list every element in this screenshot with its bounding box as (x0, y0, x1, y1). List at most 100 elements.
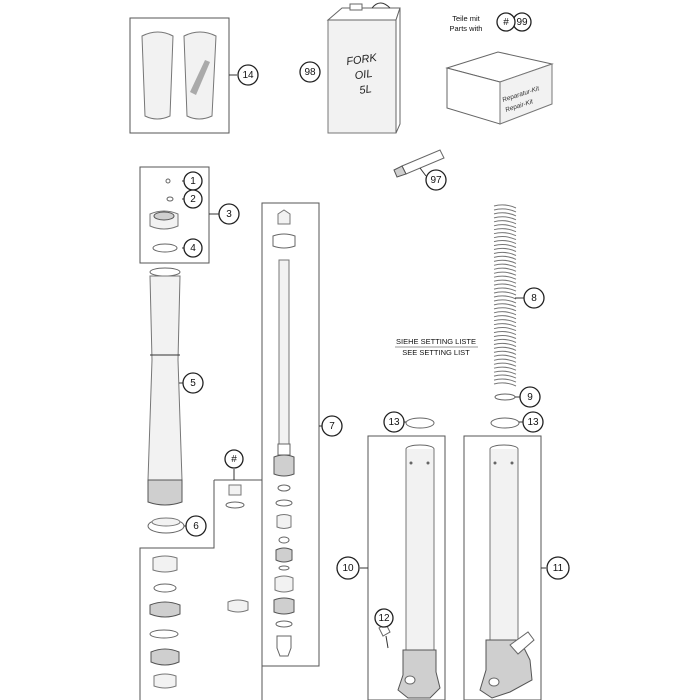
callout-c14: 14 (237, 64, 259, 86)
cartridge-washer-2 (275, 499, 293, 507)
cartridge-valve-1 (276, 514, 292, 529)
callout-label: 4 (190, 243, 196, 254)
outer-tube-5 (147, 275, 183, 481)
callout-c8: 8 (523, 287, 545, 309)
callout-circle (321, 415, 343, 437)
callout-c11: 11 (546, 556, 570, 580)
oil-can-handle (371, 2, 391, 9)
cartridge-piston (273, 454, 295, 477)
oil-can-cap (349, 3, 363, 11)
callout-c10: 10 (336, 556, 360, 580)
fork-cap-top (153, 211, 175, 221)
callout-label: 2 (190, 194, 196, 205)
parts-with-note-de: Teile mit (452, 14, 480, 23)
callout-circle (383, 411, 405, 433)
cartridge-group (261, 202, 323, 667)
callout-label: 12 (378, 613, 390, 624)
protector-sleeve-left (141, 31, 174, 120)
callout-c98: 98 (299, 61, 321, 83)
cartridge-shim-2 (278, 565, 290, 571)
bushing-1 (152, 555, 178, 573)
inner-tube-left-ring-13 (405, 417, 435, 429)
cartridge-rod-end (277, 443, 291, 456)
parts-with-note-en: Parts with (450, 24, 483, 33)
fork-oil-can-group: FORK OIL 5L (326, 2, 401, 134)
brake-mount-right (509, 631, 535, 655)
callout-label: 5 (190, 378, 196, 389)
bushing-ring-1 (153, 583, 177, 593)
oil-can-line3: 5L (359, 83, 373, 97)
callout-circle (523, 287, 545, 309)
cartridge-rod (278, 259, 290, 445)
cartridge-valve-3 (274, 575, 294, 593)
callout-circle (496, 12, 516, 32)
callout-label: 14 (242, 70, 254, 81)
callout-label: 10 (342, 563, 354, 574)
callout-circle (425, 169, 447, 191)
callout-label: 6 (193, 521, 199, 532)
callout-circle (336, 556, 360, 580)
spring-washer-9 (494, 393, 516, 401)
grease-tube-nozzle (393, 165, 407, 178)
callout-circle (224, 449, 244, 469)
axle-clamp-left (397, 649, 441, 699)
callout-circle (299, 61, 321, 83)
grease-tube-group (393, 149, 445, 178)
callout-circle (185, 515, 207, 537)
repair-kit-group: Reparatur-Kit Repair-Kit Teile mit Parts… (445, 14, 554, 125)
cartridge-nut (277, 209, 291, 225)
cartridge-shim-3 (275, 620, 293, 628)
callout-label: 9 (527, 392, 533, 403)
inner-tube-left-group (360, 417, 446, 700)
callout-c1: 1 (183, 171, 203, 191)
callout-c4: 4 (183, 238, 203, 258)
cap-part-4-oring (152, 243, 178, 253)
callout-label: # (231, 454, 237, 465)
oil-can-side (395, 7, 401, 134)
callout-c97: 97 (425, 169, 447, 191)
callout-c3: 3 (218, 203, 240, 225)
callout-c6: 6 (185, 515, 207, 537)
callout-circle (519, 386, 541, 408)
callout-chash: # (224, 449, 244, 469)
callout-label: 11 (553, 563, 564, 574)
callout-label: 13 (527, 417, 539, 428)
bushing-kit-group (139, 469, 263, 700)
inner-tube-left-10 (405, 449, 435, 651)
inner-tube-right-ring-13 (490, 417, 520, 429)
callout-circle (237, 64, 259, 86)
outer-tube-top-ring (149, 267, 181, 277)
callout-label: 3 (226, 209, 232, 220)
cartridge-valve-2 (275, 547, 293, 563)
inner-tube-right-group (463, 417, 546, 700)
cap-part-1 (165, 178, 171, 184)
callout-circle (182, 372, 204, 394)
callout-c99: 99 (512, 12, 532, 32)
bushing-side (227, 599, 249, 613)
seal-6-group (147, 517, 186, 534)
cartridge-valve-4 (273, 597, 295, 615)
cartridge-box (261, 202, 320, 667)
fork-cap-group (139, 166, 219, 264)
fork-protector-group (129, 17, 237, 134)
callout-label: 8 (531, 293, 537, 304)
oil-can-line2: OIL (354, 68, 373, 82)
callout-c13a: 13 (383, 411, 405, 433)
fork-spring-8 (493, 204, 517, 387)
callout-label: 7 (329, 421, 335, 432)
callout-c13b: 13 (522, 411, 544, 433)
callout-label: 13 (388, 417, 400, 428)
axle-hole-right (488, 677, 500, 687)
bushing-small-top (228, 484, 242, 496)
inner-tube-right-11 (489, 449, 519, 641)
callout-circle (218, 203, 240, 225)
setting-list-note-de: SIEHE SETTING LISTE (396, 337, 476, 346)
cartridge-washer-1 (277, 484, 291, 492)
cartridge-top-cap (272, 233, 296, 249)
callout-circle (183, 189, 203, 209)
callout-circle (546, 556, 570, 580)
fork-cap-box (139, 166, 210, 264)
callout-label: 98 (304, 67, 316, 78)
callout-label: 97 (430, 175, 442, 186)
